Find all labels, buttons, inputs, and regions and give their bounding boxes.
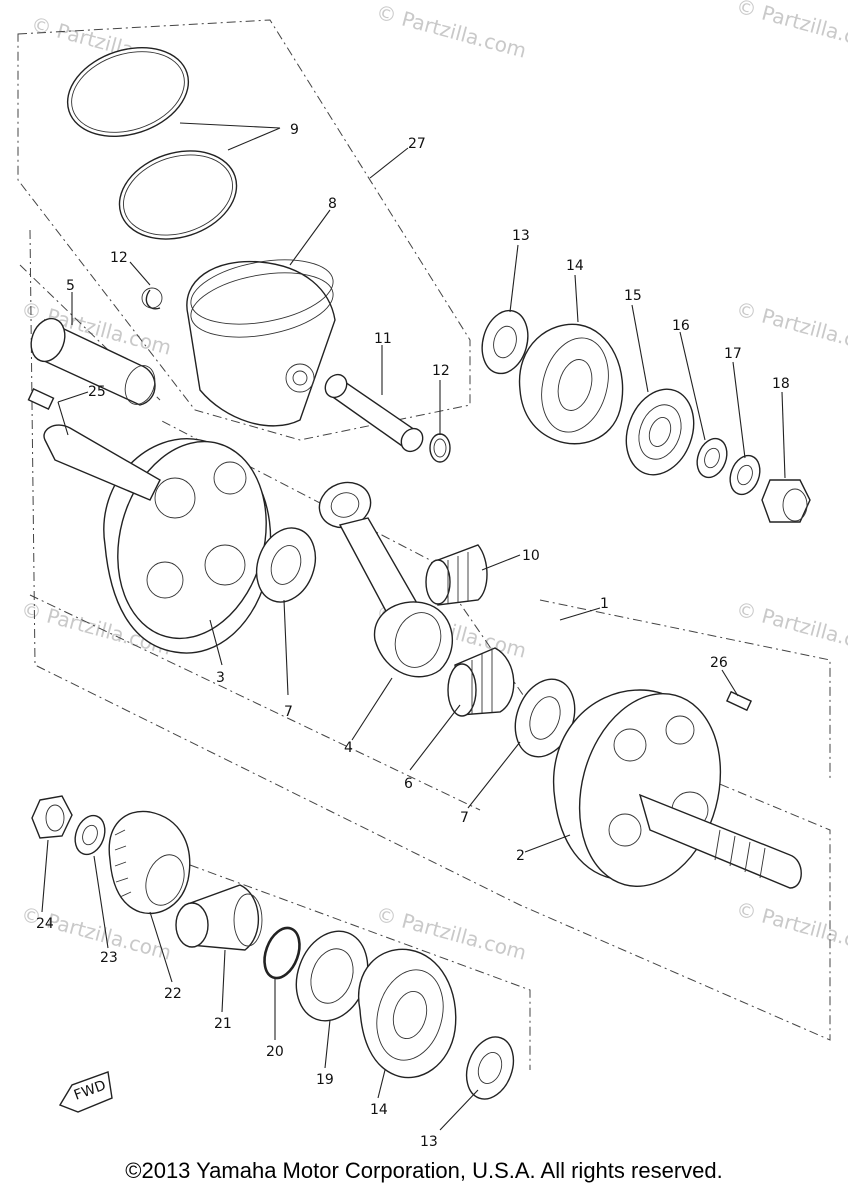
callout-26: 26 bbox=[710, 655, 728, 671]
bearing-14-lower[interactable] bbox=[357, 948, 457, 1079]
nut-18[interactable] bbox=[761, 479, 811, 523]
callout-2: 2 bbox=[516, 848, 525, 864]
callout-18: 18 bbox=[772, 376, 790, 392]
callout-12-upper: 12 bbox=[110, 250, 128, 266]
small-end-bearing-10[interactable] bbox=[425, 544, 488, 606]
watermark-3: © Partzilla.com bbox=[734, 0, 848, 57]
washer-16[interactable] bbox=[692, 434, 732, 481]
watermark-2: © Partzilla.com bbox=[374, 0, 529, 63]
callout-6: 6 bbox=[404, 776, 413, 792]
callout-21: 21 bbox=[214, 1016, 232, 1032]
leader-lines bbox=[41, 122, 786, 1131]
callout-15: 15 bbox=[624, 288, 642, 304]
callout-19: 19 bbox=[316, 1072, 334, 1088]
key-boundary bbox=[19, 264, 161, 401]
crank-left-3[interactable] bbox=[43, 424, 287, 655]
callout-7-lower: 7 bbox=[460, 810, 469, 826]
callout-14-upper: 14 bbox=[566, 258, 584, 274]
bearing-14-upper[interactable] bbox=[518, 323, 624, 445]
key-26[interactable] bbox=[725, 690, 753, 712]
callout-7-upper: 7 bbox=[284, 704, 293, 720]
washer-23[interactable] bbox=[70, 811, 110, 858]
callout-8: 8 bbox=[328, 196, 337, 212]
lower-boundary bbox=[29, 594, 481, 811]
right-boundary bbox=[539, 599, 831, 780]
circlip-20[interactable] bbox=[258, 923, 306, 983]
callout-13-lower: 13 bbox=[420, 1134, 438, 1150]
watermark-5: © Partzilla.com bbox=[734, 297, 848, 360]
fwd-arrow-icon: FWD bbox=[58, 1071, 113, 1113]
callout-4: 4 bbox=[344, 740, 353, 756]
copyright-notice: ©2013 Yamaha Motor Corporation, U.S.A. A… bbox=[125, 1158, 723, 1183]
piston-8[interactable] bbox=[186, 250, 338, 427]
bottom-box-boundary bbox=[189, 864, 531, 1070]
key-25[interactable] bbox=[27, 387, 55, 411]
callout-20: 20 bbox=[266, 1044, 284, 1060]
piston-pin-11[interactable] bbox=[321, 370, 427, 455]
callout-23: 23 bbox=[100, 950, 118, 966]
watermark-11: © Partzilla.com bbox=[734, 897, 848, 960]
callout-1: 1 bbox=[600, 596, 609, 612]
callout-3: 3 bbox=[216, 670, 225, 686]
primary-drive-gear-22[interactable] bbox=[108, 810, 191, 915]
piston-pin-clip-12-upper[interactable] bbox=[141, 287, 163, 310]
washer-13-upper[interactable] bbox=[475, 305, 534, 378]
washer-17[interactable] bbox=[725, 451, 765, 498]
callout-5: 5 bbox=[66, 278, 75, 294]
callout-27: 27 bbox=[408, 136, 426, 152]
washer-13-lower[interactable] bbox=[458, 1030, 521, 1105]
big-end-bearing-6[interactable] bbox=[447, 647, 515, 717]
callout-12-lower: 12 bbox=[432, 363, 450, 379]
callout-9: 9 bbox=[290, 122, 299, 138]
callout-11: 11 bbox=[374, 331, 392, 347]
callout-13-upper: 13 bbox=[512, 228, 530, 244]
callout-17: 17 bbox=[724, 346, 742, 362]
callout-25: 25 bbox=[88, 384, 106, 400]
washer-7-upper[interactable] bbox=[247, 520, 326, 611]
crank-right-2[interactable] bbox=[552, 678, 802, 903]
callout-10: 10 bbox=[522, 548, 540, 564]
crank-pin-5[interactable] bbox=[25, 314, 160, 409]
oil-seal-15[interactable] bbox=[615, 380, 705, 485]
callout-14-lower: 14 bbox=[370, 1102, 388, 1118]
watermark-8: © Partzilla.com bbox=[734, 597, 848, 660]
callout-24: 24 bbox=[36, 916, 54, 932]
piston-pin-clip-12-lower[interactable] bbox=[429, 433, 451, 463]
callout-numbers: 9 27 8 12 5 11 12 13 14 15 16 17 18 25 1… bbox=[36, 122, 790, 1150]
spacer-21[interactable] bbox=[175, 884, 263, 951]
connecting-rod-4[interactable] bbox=[313, 475, 454, 678]
callout-22: 22 bbox=[164, 986, 182, 1002]
callout-16: 16 bbox=[672, 318, 690, 334]
piston-ring-9[interactable] bbox=[56, 33, 248, 254]
nut-24[interactable] bbox=[31, 795, 73, 839]
